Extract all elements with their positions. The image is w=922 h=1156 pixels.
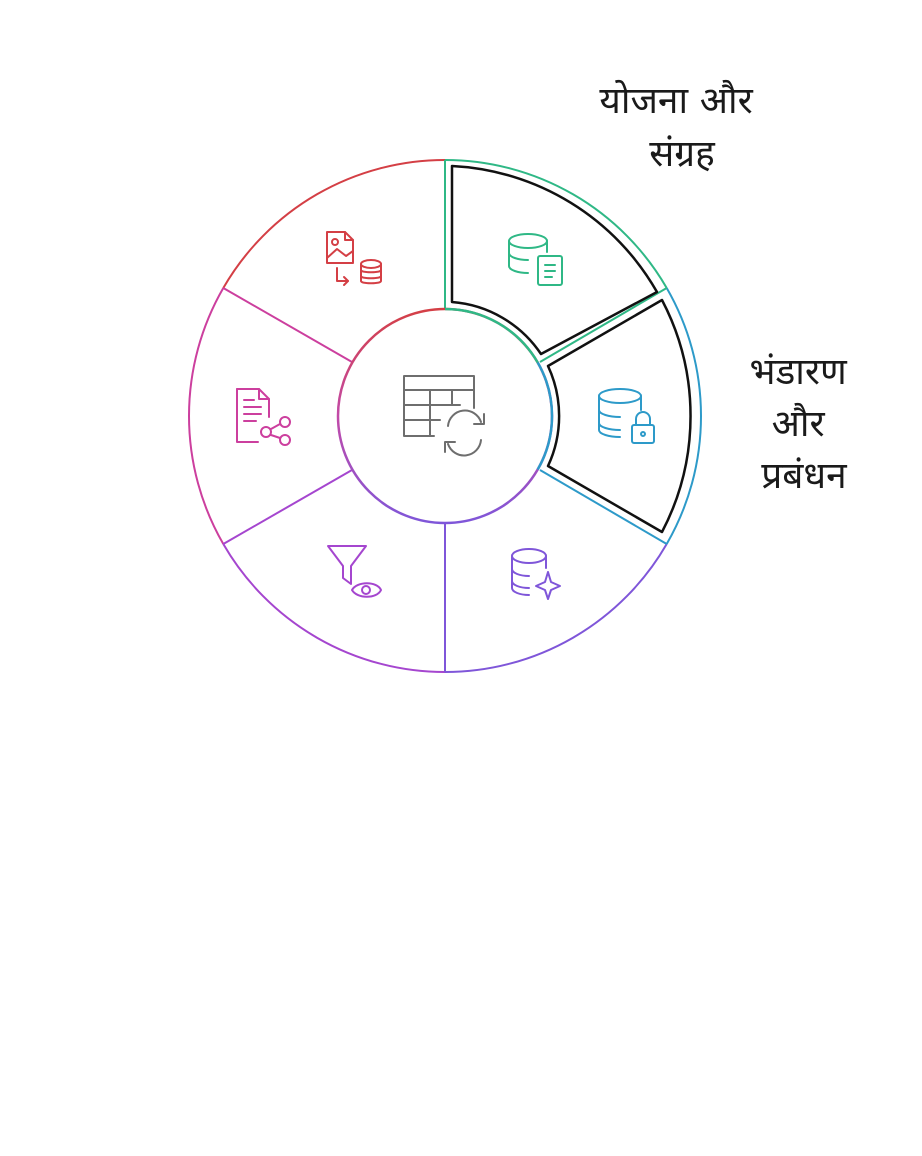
- inner-arc-storage: [536, 361, 554, 471]
- outer-arc-filter: [222, 543, 446, 673]
- inner-arc-planning: [444, 307, 539, 364]
- segment-dividers: [222, 160, 668, 672]
- outer-arc-planning: [444, 159, 668, 289]
- label-planning-collection: योजना और संग्रह: [599, 79, 764, 175]
- filter-eye-icon: [327, 545, 382, 598]
- table-sync-icon: [403, 375, 485, 457]
- highlight-planning-collection[interactable]: [450, 164, 659, 356]
- outer-arc-storage: [665, 287, 702, 545]
- database-document-icon: [508, 233, 563, 286]
- outer-ring: [188, 159, 702, 673]
- database-lock-icon: [598, 388, 655, 444]
- divider-lower-right: [539, 469, 668, 545]
- divider-upper-left: [222, 287, 353, 363]
- label-storage-management: भंडारण और प्रबंधन: [749, 350, 858, 497]
- database-sparkle-icon: [511, 548, 561, 600]
- outer-arc-share: [188, 287, 225, 545]
- divider-lower-left: [222, 469, 353, 545]
- outer-arc-sparkle: [444, 543, 668, 673]
- outer-arc-image: [222, 159, 446, 289]
- document-share-icon: [236, 388, 291, 446]
- image-to-database-icon: [326, 231, 382, 286]
- divider-upper-right: [539, 287, 668, 363]
